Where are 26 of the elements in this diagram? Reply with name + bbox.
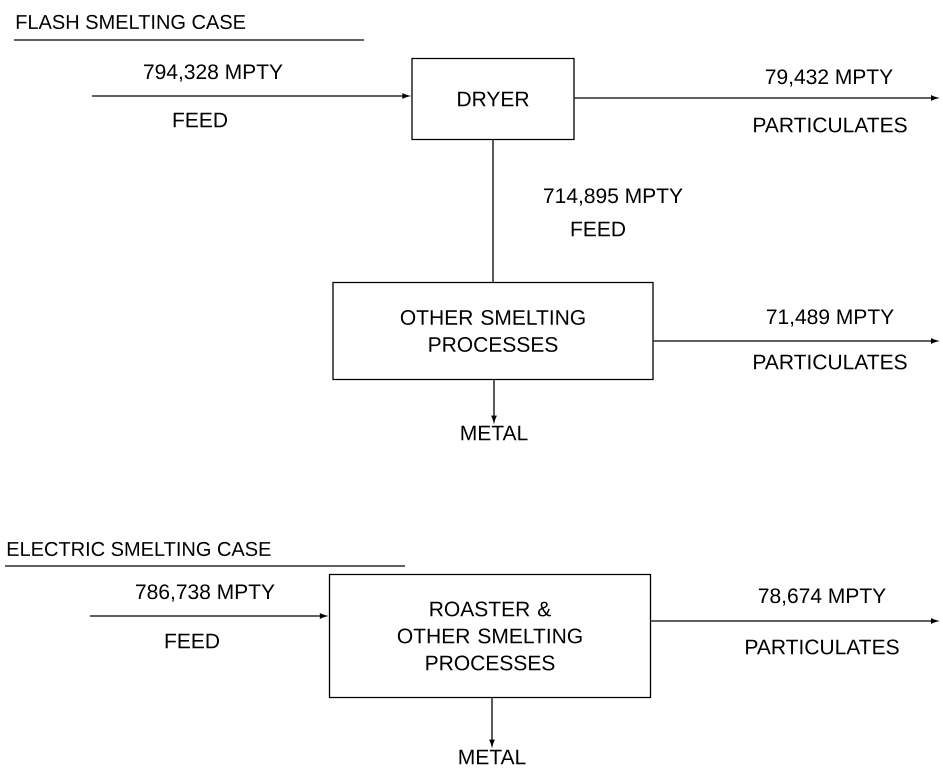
flow-label: PARTICULATES bbox=[746, 640, 899, 654]
output-label: METAL bbox=[462, 426, 528, 440]
output-label: METAL bbox=[460, 750, 526, 764]
flow-label: 794,328 MPTY bbox=[144, 64, 283, 82]
section-heading: FLASH SMELTING CASE bbox=[14, 14, 364, 41]
flow-label: PARTICULATES bbox=[754, 354, 907, 370]
flow-label: 78,674 MPTY bbox=[758, 588, 886, 606]
process-box: DRYER bbox=[411, 58, 575, 140]
flow-label: FEED bbox=[166, 634, 219, 648]
arrow bbox=[654, 338, 938, 344]
process-box: ROASTER & OTHER SMELTING PROCESSES bbox=[328, 574, 652, 698]
arrow bbox=[574, 95, 938, 101]
flow-label: FEED bbox=[174, 112, 227, 128]
arrow bbox=[489, 698, 495, 746]
process-box: OTHER SMELTING PROCESSES bbox=[332, 282, 654, 380]
flow-label: FEED bbox=[572, 222, 625, 236]
flow-label: 71,489 MPTY bbox=[766, 309, 894, 327]
flow-label: PARTICULATES bbox=[754, 118, 907, 132]
arrow bbox=[90, 613, 326, 619]
flow-label: 786,738 MPTY bbox=[136, 584, 275, 602]
arrow bbox=[491, 380, 497, 422]
section-heading: ELECTRIC SMELTING CASE bbox=[5, 542, 405, 567]
arrow bbox=[92, 93, 409, 99]
flow-label: 714,895 MPTY bbox=[544, 188, 683, 206]
arrow bbox=[651, 618, 938, 624]
flow-label: 79,432 MPTY bbox=[766, 69, 893, 87]
